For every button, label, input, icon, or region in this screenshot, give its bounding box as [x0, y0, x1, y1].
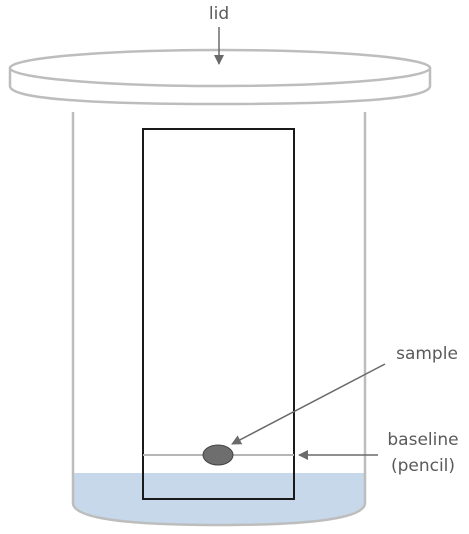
baseline-label-line1: baseline: [387, 430, 458, 450]
chromatography-paper: [142, 128, 295, 500]
sample-spot: [202, 444, 234, 466]
baseline-label-line2: (pencil): [391, 456, 455, 476]
sample-label: sample: [396, 344, 458, 364]
lid-label: lid: [209, 4, 229, 24]
lid: [8, 48, 432, 106]
sample-arrow: [231, 363, 386, 445]
jar: [71, 112, 367, 527]
